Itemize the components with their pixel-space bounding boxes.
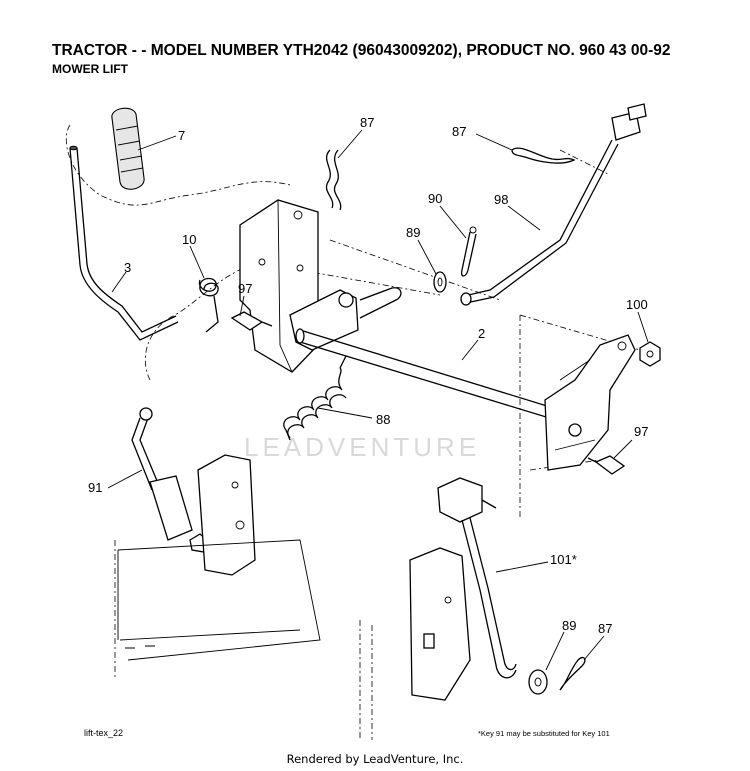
left-deck-hanger <box>197 454 256 576</box>
mower-deck-left <box>117 539 321 661</box>
page-subtitle: MOWER LIFT <box>52 62 128 76</box>
part-87-hairpin-upper[interactable] <box>325 149 342 211</box>
page-title: TRACTOR - - MODEL NUMBER YTH2042 (960430… <box>52 42 671 59</box>
label-part-3[interactable]: 3 <box>124 260 131 275</box>
right-lift-arm <box>544 334 636 471</box>
label-part-87[interactable]: 87 <box>452 124 466 139</box>
leader-lines <box>107 129 649 671</box>
label-part-7[interactable]: 7 <box>178 128 185 143</box>
part-87-hairpin-right[interactable] <box>511 147 576 164</box>
label-part-90[interactable]: 90 <box>428 191 442 206</box>
part-7-grip[interactable] <box>111 107 145 190</box>
label-part-88[interactable]: 88 <box>376 412 390 427</box>
part-labels: 7 3 10 87 97 88 91 87 90 98 89 100 2 97 … <box>88 115 648 636</box>
part-98-link-rod[interactable] <box>460 103 647 306</box>
footer-credit: Rendered by LeadVenture, Inc. <box>286 752 464 766</box>
label-part-97[interactable]: 97 <box>634 424 648 439</box>
part-3-lift-handle[interactable] <box>69 145 179 341</box>
part-87-hairpin-lower[interactable] <box>559 656 586 691</box>
part-10-spring[interactable] <box>198 277 219 333</box>
part-100-nut[interactable] <box>639 341 661 367</box>
part-101-lift-link[interactable] <box>437 477 517 679</box>
label-part-98[interactable]: 98 <box>494 192 508 207</box>
substitution-footnote: *Key 91 may be substituted for Key 101 <box>478 729 610 738</box>
label-part-87[interactable]: 87 <box>598 621 612 636</box>
diagram-reference-code: lift-tex_22 <box>84 728 124 738</box>
part-97-bolt-right[interactable] <box>587 455 626 475</box>
part-89-washer-upper[interactable] <box>433 271 447 293</box>
spring-arm <box>289 287 402 351</box>
part-2-lift-shaft[interactable] <box>295 328 561 421</box>
label-part-91[interactable]: 91 <box>88 480 102 495</box>
label-part-10[interactable]: 10 <box>182 232 196 247</box>
label-part-2[interactable]: 2 <box>478 326 485 341</box>
label-part-101[interactable]: 101* <box>550 552 577 567</box>
label-part-89[interactable]: 89 <box>406 225 420 240</box>
right-deck-hanger <box>409 547 471 701</box>
label-part-100[interactable]: 100 <box>626 297 648 312</box>
part-88-extension-spring[interactable] <box>283 355 347 441</box>
part-89-washer-lower[interactable] <box>528 669 548 695</box>
label-part-89[interactable]: 89 <box>562 618 576 633</box>
part-90-cotter-pin[interactable] <box>460 226 477 277</box>
label-part-97[interactable]: 97 <box>238 281 252 296</box>
label-part-87[interactable]: 87 <box>360 115 374 130</box>
watermark: LEADVENTURE <box>244 432 481 462</box>
part-91-lift-link[interactable] <box>131 407 213 553</box>
